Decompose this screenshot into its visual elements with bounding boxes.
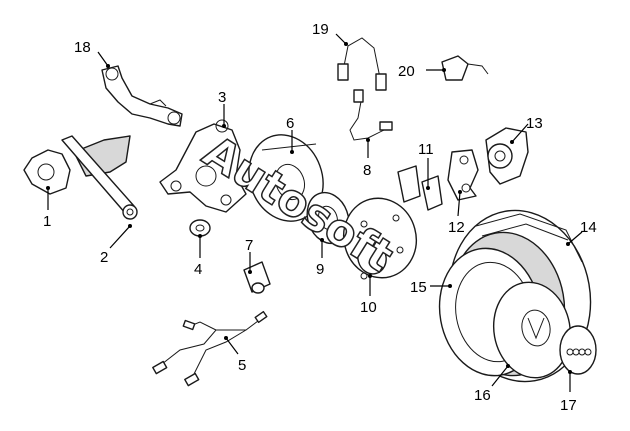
callout-19: 19 bbox=[312, 21, 329, 38]
callout-7: 7 bbox=[245, 237, 253, 254]
part-seal-ring bbox=[306, 191, 350, 245]
callout-17: 17 bbox=[560, 397, 577, 414]
part-wheel-hub bbox=[343, 197, 417, 280]
leader-lines bbox=[46, 33, 583, 392]
part-lower-control-arm bbox=[23, 135, 138, 220]
part-hubcap bbox=[492, 281, 572, 379]
part-caliper bbox=[485, 127, 529, 185]
callout-13: 13 bbox=[526, 115, 543, 132]
part-brake-line bbox=[349, 89, 393, 141]
callout-12: 12 bbox=[448, 219, 465, 236]
part-center-cap bbox=[559, 325, 597, 375]
callout-10: 10 bbox=[360, 299, 377, 316]
callout-labels: 1 2 3 4 5 6 7 8 9 10 11 12 13 14 15 16 1… bbox=[43, 21, 597, 414]
callout-16: 16 bbox=[474, 387, 491, 404]
part-wheel-carrier bbox=[159, 119, 247, 213]
part-wheel-cylinder bbox=[243, 261, 271, 294]
callout-5: 5 bbox=[238, 357, 246, 374]
callout-8: 8 bbox=[363, 162, 371, 179]
callout-1: 1 bbox=[43, 213, 51, 230]
callout-11: 11 bbox=[418, 141, 434, 158]
part-caliper-carrier bbox=[447, 149, 479, 201]
part-bushing bbox=[189, 219, 211, 237]
part-brake-pads bbox=[397, 165, 443, 211]
callout-15: 15 bbox=[410, 279, 427, 296]
callout-14: 14 bbox=[580, 219, 597, 236]
callout-9: 9 bbox=[316, 261, 324, 278]
callout-18: 18 bbox=[74, 39, 91, 56]
callout-3: 3 bbox=[218, 89, 226, 106]
callout-4: 4 bbox=[194, 261, 202, 278]
part-upper-control-arm bbox=[101, 65, 183, 127]
callout-20: 20 bbox=[398, 63, 415, 80]
part-brake-hose bbox=[337, 37, 387, 91]
part-backing-plate bbox=[248, 134, 324, 222]
callout-6: 6 bbox=[286, 115, 294, 132]
part-wiring-harness bbox=[152, 310, 268, 387]
part-bracket bbox=[441, 55, 489, 81]
callout-2: 2 bbox=[100, 249, 108, 266]
